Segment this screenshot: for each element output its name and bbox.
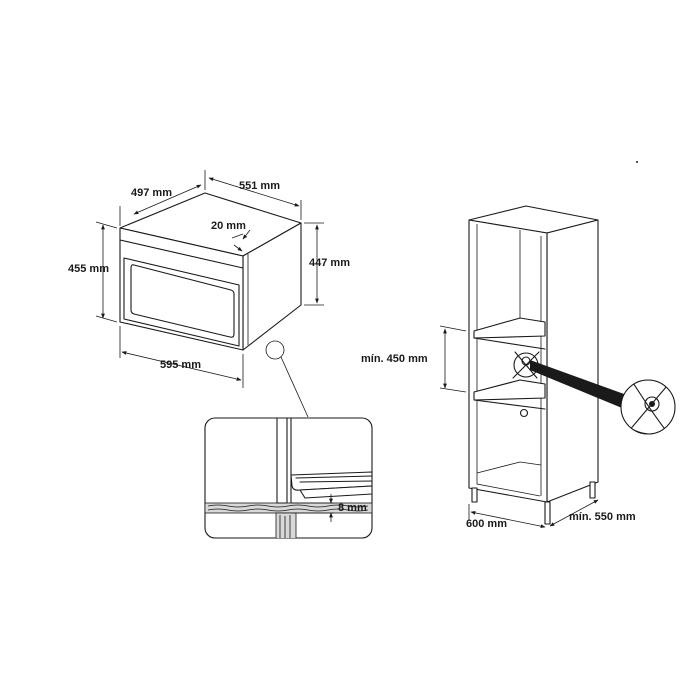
- dim-line-cabinet-width: [470, 510, 546, 529]
- dim-label-depth: 497 mm: [131, 187, 172, 199]
- dim-label-width-bottom: 595 mm: [160, 359, 201, 371]
- cabinet-leg: [471, 487, 478, 503]
- dim-label-height-left: 455 mm: [68, 263, 109, 275]
- detail-view: 8 mm: [204, 417, 373, 539]
- cabinet-shelf-lower: [473, 379, 546, 401]
- cabinet-leg: [589, 481, 596, 499]
- detail-callout-circle: [265, 340, 285, 360]
- detail-oven-bottom: [299, 485, 372, 499]
- stray-dot: [636, 161, 638, 163]
- cabinet-front: [468, 219, 548, 503]
- dim-line-depth: [133, 184, 202, 215]
- cabinet-shelf-upper: [473, 317, 546, 339]
- oven-front-face: [119, 227, 244, 351]
- oven-drawing: 497 mm 551 mm 20 mm 455 mm 447 mm 595 mm: [68, 170, 350, 418]
- dim-ext: [95, 221, 118, 229]
- wood-grain-vertical: [279, 515, 291, 538]
- zoom-beam: [530, 360, 624, 408]
- cabinet-shelf-lower-edge: [473, 399, 546, 410]
- socket-cross-arc: [514, 351, 538, 379]
- dim-label-cabinet-width: 600 mm: [466, 518, 507, 530]
- cabinet-side: [546, 219, 599, 503]
- dim-label-min-height: mín. 450 mm: [361, 353, 428, 365]
- dim-label-width-top: 551 mm: [239, 180, 280, 192]
- oven-window: [130, 264, 235, 338]
- dim-line-offset: [242, 229, 251, 240]
- detail-cabinet-panel: [275, 512, 297, 538]
- wood-grain: [207, 504, 369, 512]
- dim-line-width-top: [208, 177, 300, 207]
- dim-label-height-right: 447 mm: [309, 257, 350, 269]
- cabinet-shelf-upper-edge: [473, 337, 546, 350]
- dim-label-offset: 20 mm: [211, 220, 246, 232]
- socket-icon-lower: [519, 408, 529, 418]
- cabinet-floor: [476, 461, 542, 474]
- dim-line-min-depth: [549, 499, 599, 527]
- dim-line-offset-2: [233, 244, 243, 252]
- dim-ext: [439, 387, 467, 393]
- cabinet-interior-left: [476, 224, 541, 497]
- detail-oven-base-lines: [295, 475, 372, 483]
- oven-control-strip: [119, 239, 244, 269]
- dim-ext: [439, 325, 467, 332]
- cabinet-drawing: mín. 450 mm 600 mm mín. 550 mm: [361, 205, 676, 530]
- zoom-cross-line: [627, 380, 673, 433]
- cabinet-leg: [544, 501, 551, 525]
- detail-oven-front: [276, 418, 288, 504]
- dim-label-min-depth: mín. 550 mm: [569, 511, 636, 523]
- dim-line-width-bottom: [121, 351, 242, 381]
- detail-gap-label: 8 mm: [338, 502, 367, 514]
- oven-door-frame: [123, 257, 240, 347]
- dim-ext: [231, 233, 244, 239]
- detail-leader-line: [280, 356, 309, 418]
- dim-ext: [95, 315, 118, 323]
